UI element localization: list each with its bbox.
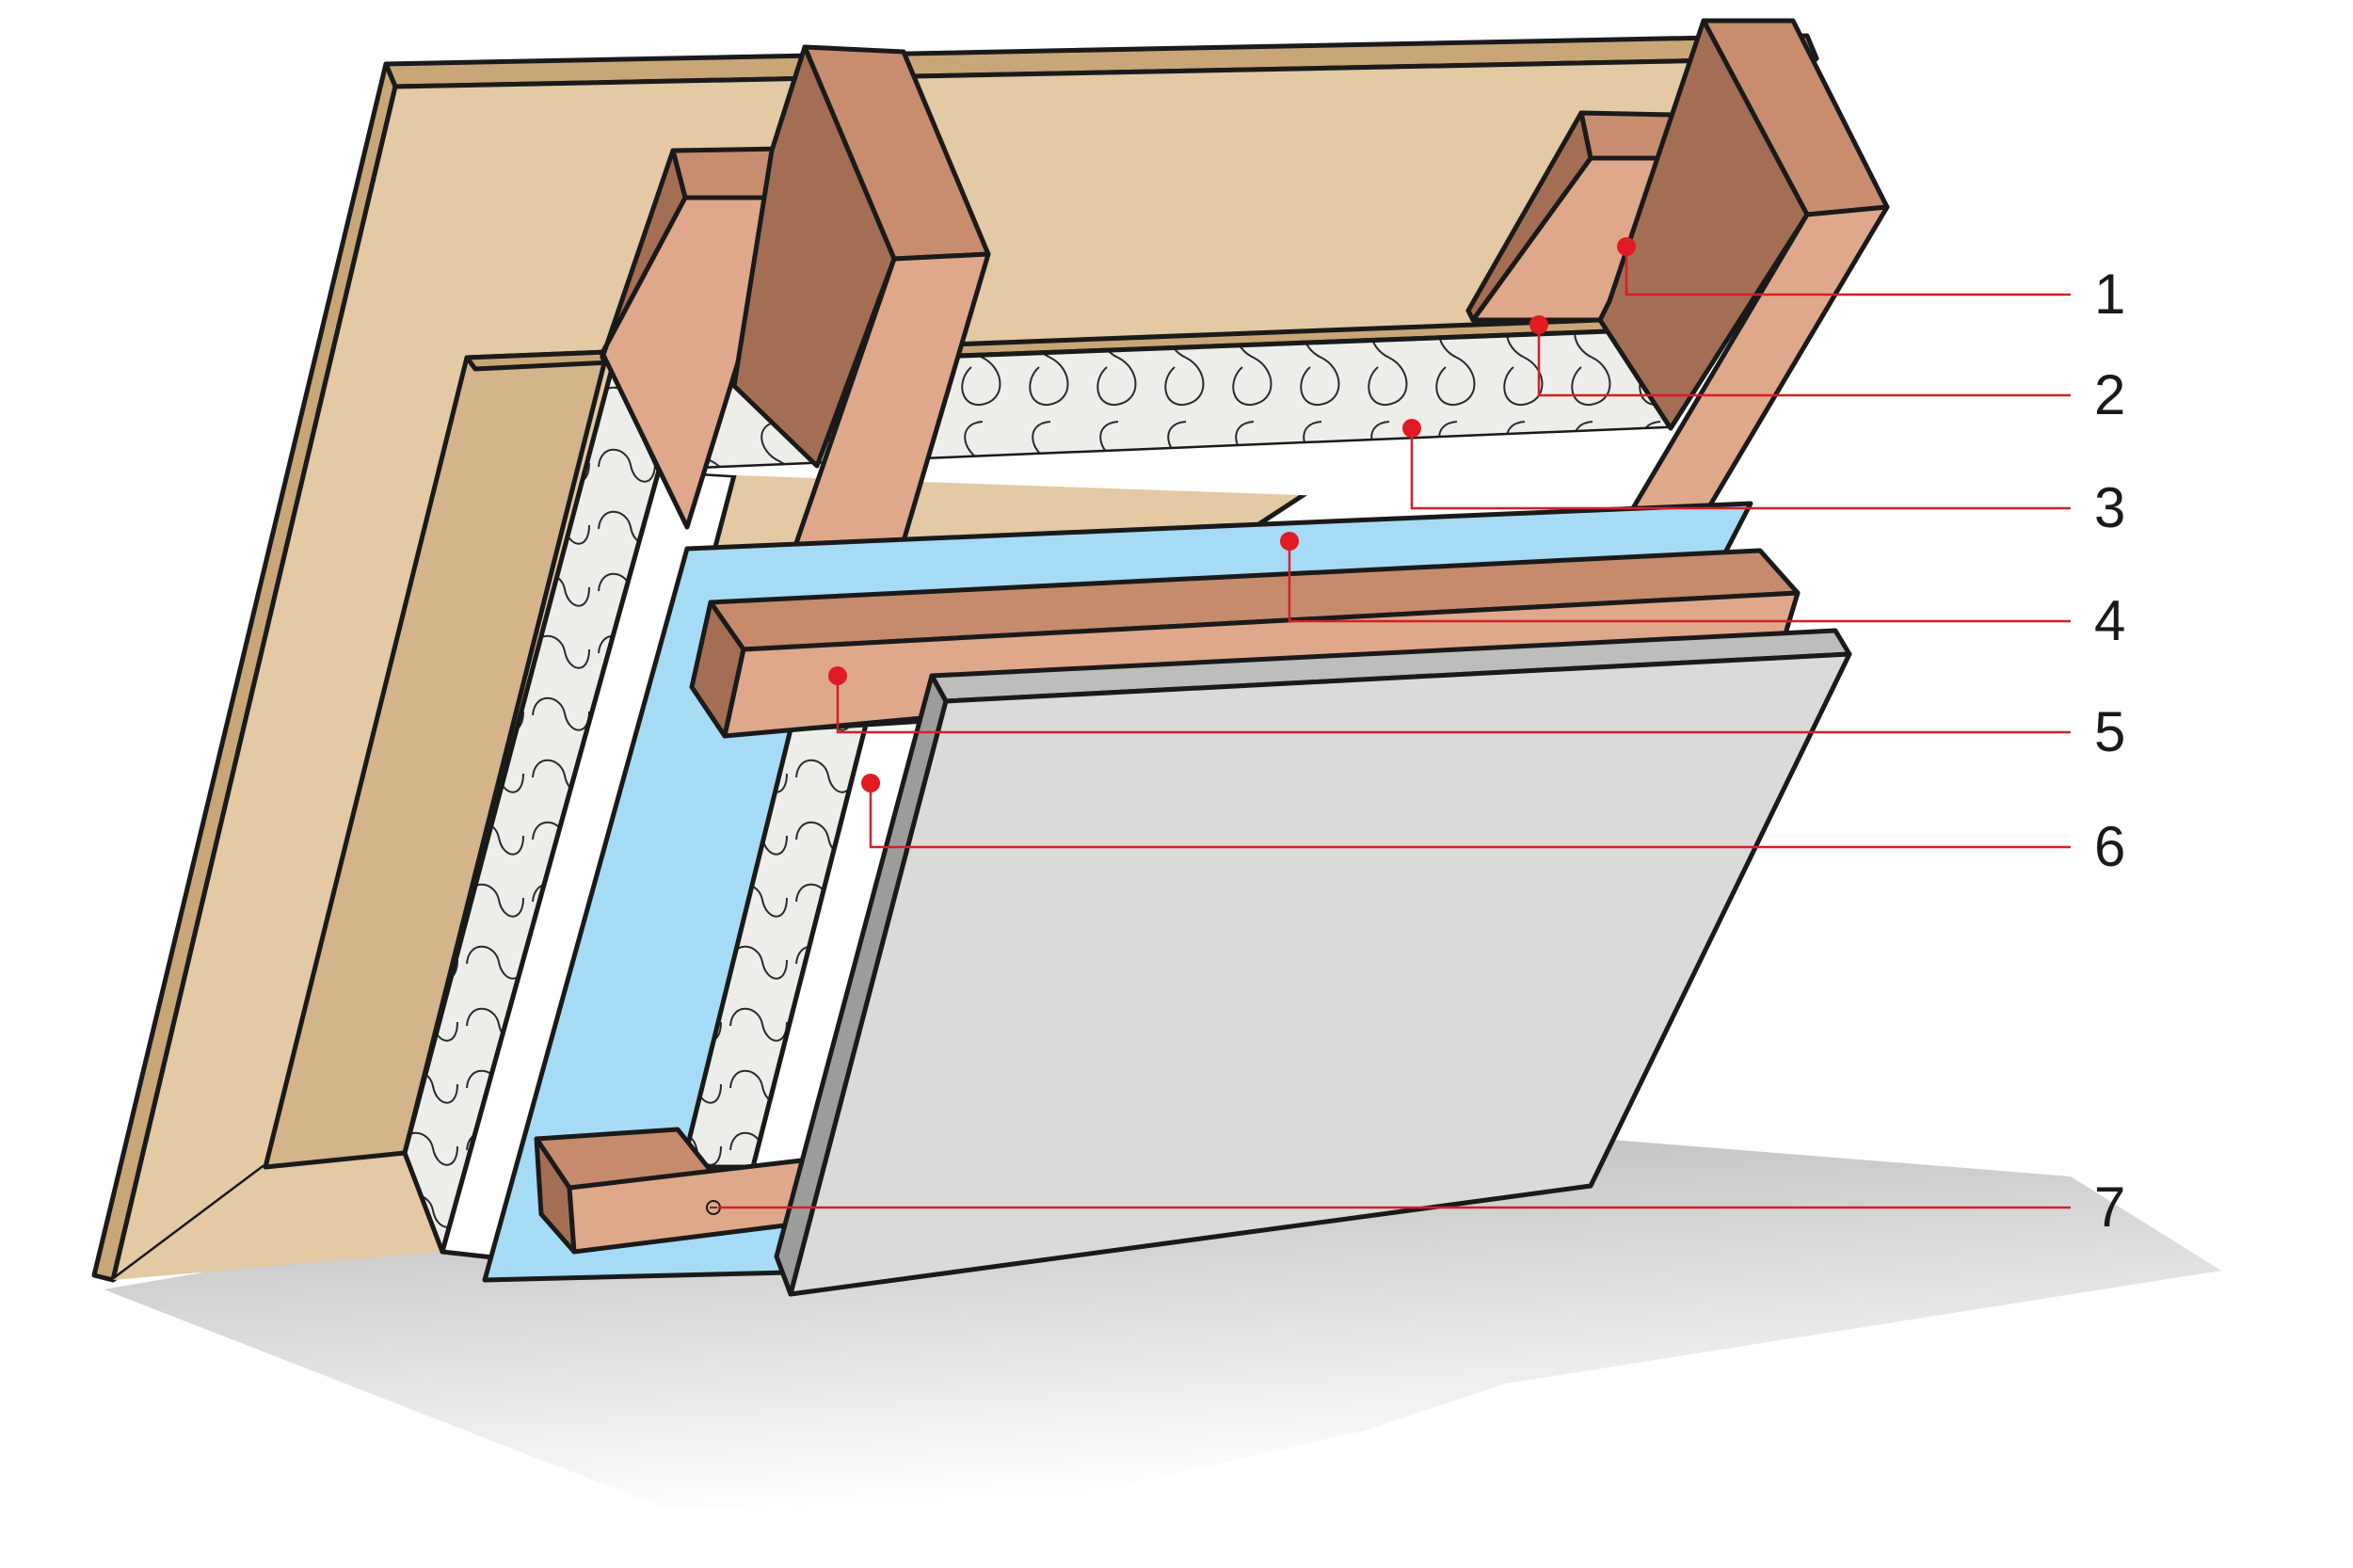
screw-icon [706, 1200, 721, 1215]
callout-label-4: 4 [2094, 589, 2125, 652]
rafter-left-front [731, 44, 991, 549]
callout-dots [828, 237, 1636, 792]
rafter-left-back [600, 146, 792, 530]
callout-dot-2 [1529, 315, 1548, 334]
callout-labels: 1 2 3 4 5 6 7 [2094, 263, 2125, 1239]
callout-label-3: 3 [2094, 476, 2125, 539]
leader-6 [869, 783, 2071, 849]
leader-1 [1625, 247, 2071, 296]
callout-label-5: 5 [2094, 700, 2125, 763]
callout-dot-1 [1617, 237, 1636, 256]
callout-label-2: 2 [2094, 363, 2125, 426]
callout-dot-4 [1280, 532, 1299, 551]
callout-label-6: 6 [2094, 815, 2125, 878]
callout-label-1: 1 [2094, 263, 2125, 326]
leader-4 [1288, 541, 2071, 623]
callout-dot-3 [1402, 419, 1421, 438]
white-gap [659, 428, 1675, 508]
plasterboard [774, 628, 1852, 1297]
leader-5 [836, 676, 2071, 734]
callout-leaders [718, 247, 2071, 1209]
callout-dot-5 [828, 666, 847, 685]
leader-3 [1410, 428, 2071, 510]
callout-dot-6 [861, 774, 880, 792]
leader-2 [1537, 325, 2071, 397]
callout-label-7: 7 [2094, 1176, 2125, 1239]
